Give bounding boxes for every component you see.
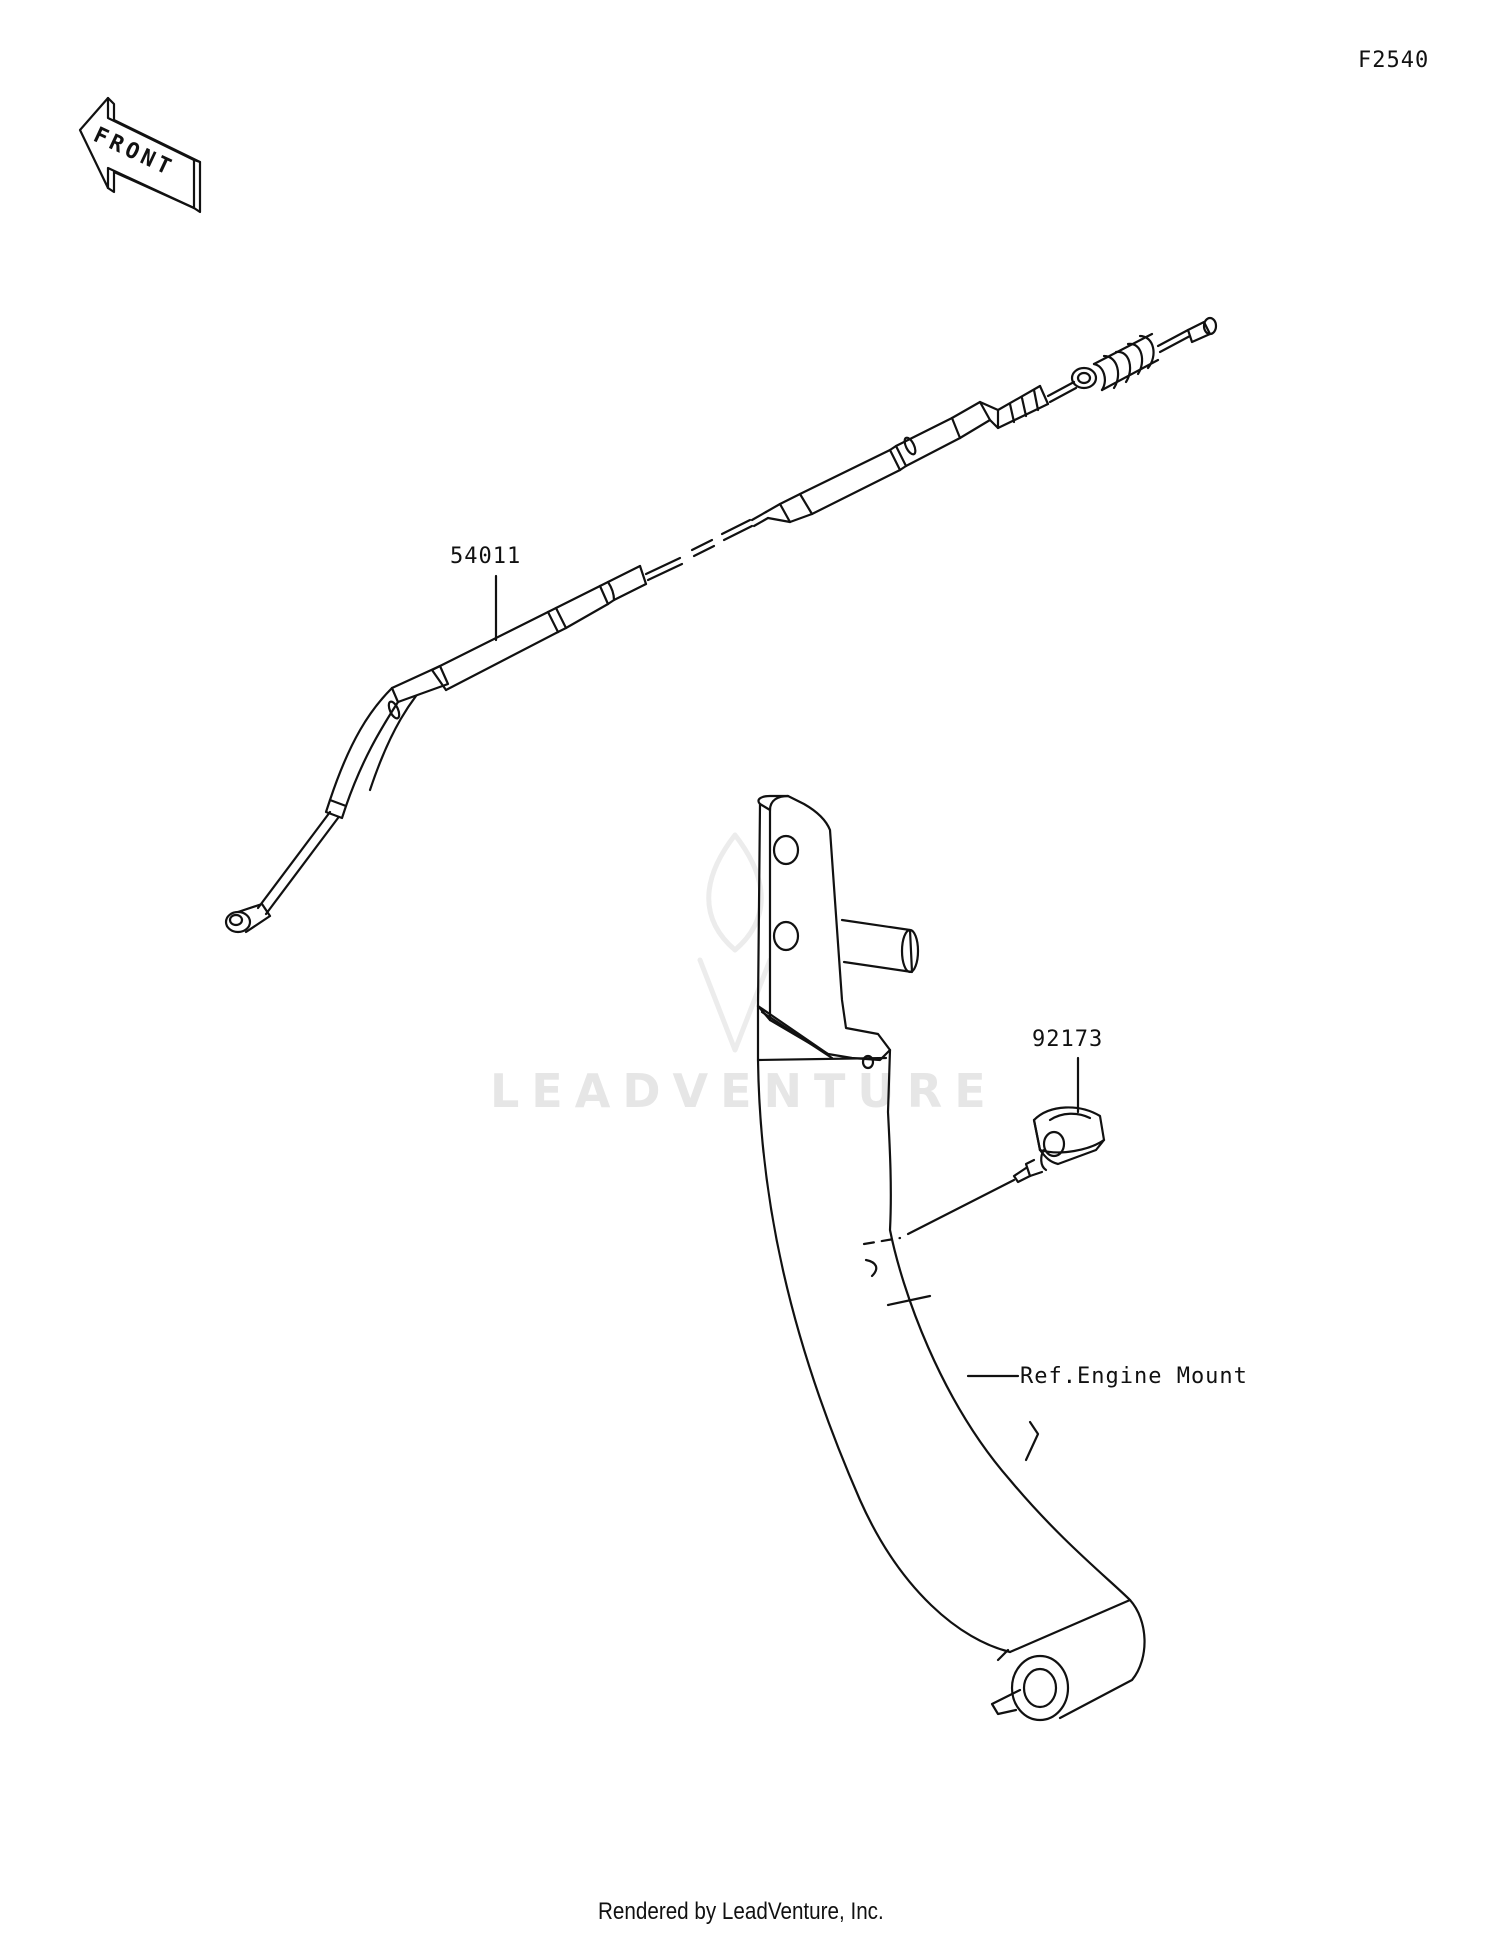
front-direction-arrow-icon xyxy=(78,96,202,214)
callout-92173[interactable]: 92173 xyxy=(1032,1027,1104,1052)
footer-credit: Rendered by LeadVenture, Inc. xyxy=(598,1898,884,1925)
callout-54011[interactable]: 54011 xyxy=(450,544,522,569)
callout-ref-engine-mount: Ref.Engine Mount xyxy=(1020,1364,1248,1389)
engine-mount-bracket xyxy=(756,794,1146,1722)
clamp-part[interactable] xyxy=(1012,1106,1106,1184)
figure-code: F2540 xyxy=(1358,48,1430,73)
watermark: LEADVENTURE xyxy=(490,1064,998,1118)
clamp-install-line xyxy=(906,1178,1016,1236)
clutch-cable-part[interactable] xyxy=(224,316,1218,934)
